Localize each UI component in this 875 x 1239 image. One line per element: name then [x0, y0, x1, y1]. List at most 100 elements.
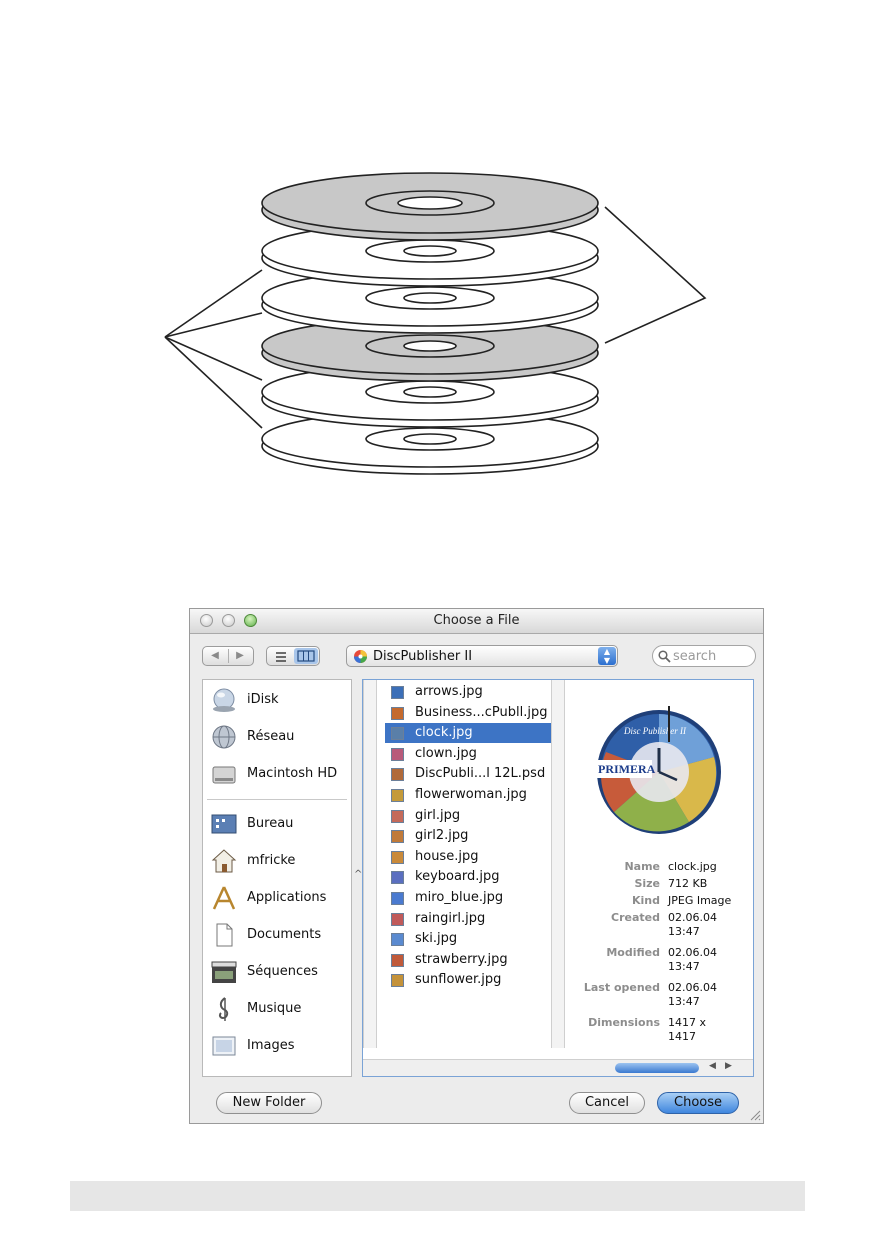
disc-2 [261, 222, 599, 287]
file-row[interactable]: clown.jpg [385, 744, 551, 764]
search-field[interactable]: search [652, 645, 756, 667]
file-name: ski.jpg [415, 931, 458, 947]
file-name: sunflower.jpg [415, 972, 502, 988]
file-name: strawberry.jpg [415, 951, 508, 967]
search-icon [658, 650, 671, 663]
disc-stack-illustration [164, 172, 707, 475]
image-file-icon [391, 850, 404, 864]
disc-6 [261, 410, 599, 475]
file-row[interactable]: girl.jpg [385, 806, 551, 826]
preview-title-text: Disc Publisher II [623, 726, 687, 736]
music-icon [218, 997, 229, 1021]
sidebar-item-macintosh-hd[interactable]: Macintosh HD [203, 758, 351, 792]
choose-button[interactable]: Choose [657, 1092, 739, 1114]
sidebar-item-label: Images [247, 1038, 295, 1053]
info-value: 712 KB [668, 877, 708, 890]
image-file-icon [391, 974, 404, 988]
column-view-icon[interactable] [294, 648, 318, 664]
forward-arrow-icon[interactable]: ▶ [236, 650, 244, 661]
back-forward-control: ◀ ▶ [202, 646, 254, 666]
info-label: Kind [632, 894, 660, 907]
file-row[interactable]: raingirl.jpg [385, 909, 551, 929]
minimize-window-button[interactable] [222, 614, 235, 627]
sidebar-item-label: Applications [247, 890, 327, 905]
file-row[interactable]: strawberry.jpg [385, 950, 551, 970]
footer-bar [70, 1181, 805, 1211]
file-row[interactable]: flowerwoman.jpg [385, 785, 551, 805]
sidebar-item-documents[interactable]: Documents [203, 919, 351, 953]
sidebar-item-reseau[interactable]: Réseau [203, 721, 351, 755]
file-name: girl.jpg [415, 807, 461, 823]
file-name: clock.jpg [415, 725, 473, 741]
file-name: Business...cPubll.jpg [415, 704, 548, 720]
info-label: Name [624, 860, 660, 873]
close-window-button[interactable] [200, 614, 213, 627]
image-file-icon [391, 768, 404, 782]
sidebar-item-mfricke[interactable]: mfricke [203, 845, 351, 879]
sidebar-item-label: mfricke [247, 853, 296, 868]
movies-icon [211, 961, 237, 983]
file-row[interactable]: ski.jpg [385, 929, 551, 949]
sidebar-item-musique[interactable]: Musique [203, 993, 351, 1027]
info-value-line2: 1417 [668, 1030, 696, 1043]
list-view-icon[interactable] [271, 649, 291, 663]
column-scroller-left[interactable] [363, 680, 377, 1048]
image-file-icon [391, 912, 404, 926]
zoom-window-button[interactable] [244, 614, 257, 627]
applications-icon [212, 886, 236, 910]
disc-4 [261, 317, 599, 382]
sidebar-item-sequences[interactable]: Séquences [203, 956, 351, 990]
file-row[interactable]: Business...cPubll.jpg [385, 703, 551, 723]
image-file-icon [391, 830, 404, 844]
sidebar-item-applications[interactable]: Applications [203, 882, 351, 916]
cancel-button[interactable]: Cancel [569, 1092, 645, 1114]
scroll-left-icon[interactable]: ◀ [709, 1061, 716, 1071]
file-row[interactable]: house.jpg [385, 847, 551, 867]
image-file-icon [391, 789, 404, 802]
scroll-right-icon[interactable]: ▶ [725, 1061, 732, 1071]
info-value: 02.06.04 [668, 981, 717, 994]
title-bar: Choose a File [190, 609, 763, 634]
location-label: DiscPublisher II [373, 649, 473, 664]
sidebar-item-idisk[interactable]: iDisk [203, 684, 351, 718]
file-row[interactable]: keyboard.jpg [385, 867, 551, 887]
file-row[interactable]: sunflower.jpg [385, 970, 551, 990]
file-name: DiscPubli...l 12L.psd [415, 766, 546, 782]
column-scroller-middle[interactable] [551, 680, 565, 1048]
home-icon [211, 849, 237, 873]
file-name: arrows.jpg [415, 684, 483, 699]
network-icon [212, 725, 236, 749]
file-row[interactable]: DiscPubli...l 12L.psd [385, 764, 551, 784]
location-popup[interactable]: DiscPublisher II ▲▼ [346, 645, 618, 667]
sidebar-item-images[interactable]: Images [203, 1030, 351, 1064]
disc-1 [261, 172, 599, 241]
file-row[interactable]: clock.jpg [385, 723, 551, 744]
file-row[interactable]: girl2.jpg [385, 826, 551, 846]
search-placeholder: search [673, 649, 717, 664]
choose-file-dialog: Choose a File ◀ ▶ DiscPublisher II ▲▼ [189, 608, 764, 1124]
back-arrow-icon[interactable]: ◀ [211, 650, 219, 661]
info-label: Modified [606, 946, 660, 959]
new-folder-button[interactable]: New Folder [216, 1092, 322, 1114]
sidebar-item-bureau[interactable]: Bureau [203, 808, 351, 842]
file-row[interactable]: miro_blue.jpg [385, 888, 551, 908]
file-name: house.jpg [415, 848, 479, 864]
pictures-icon [212, 1036, 236, 1056]
scroll-thumb[interactable] [615, 1063, 699, 1073]
sidebar-resize-handle[interactable]: ^ [354, 869, 363, 880]
file-row[interactable]: arrows.jpg [385, 682, 551, 702]
image-file-icon [391, 809, 404, 823]
image-file-icon [391, 933, 404, 947]
sidebar-item-label: Documents [247, 927, 322, 942]
file-name: raingirl.jpg [415, 910, 486, 926]
info-value-line2: 13:47 [668, 960, 700, 973]
image-file-icon [391, 686, 404, 699]
info-value-line2: 13:47 [668, 925, 700, 938]
info-value: 02.06.04 [668, 946, 717, 959]
info-value: JPEG Image [668, 894, 732, 907]
horizontal-scrollbar[interactable]: ◀ ▶ [363, 1059, 753, 1076]
idisk-icon [213, 688, 235, 712]
resize-grip-icon[interactable] [749, 1109, 761, 1121]
info-value-line2: 13:47 [668, 995, 700, 1008]
